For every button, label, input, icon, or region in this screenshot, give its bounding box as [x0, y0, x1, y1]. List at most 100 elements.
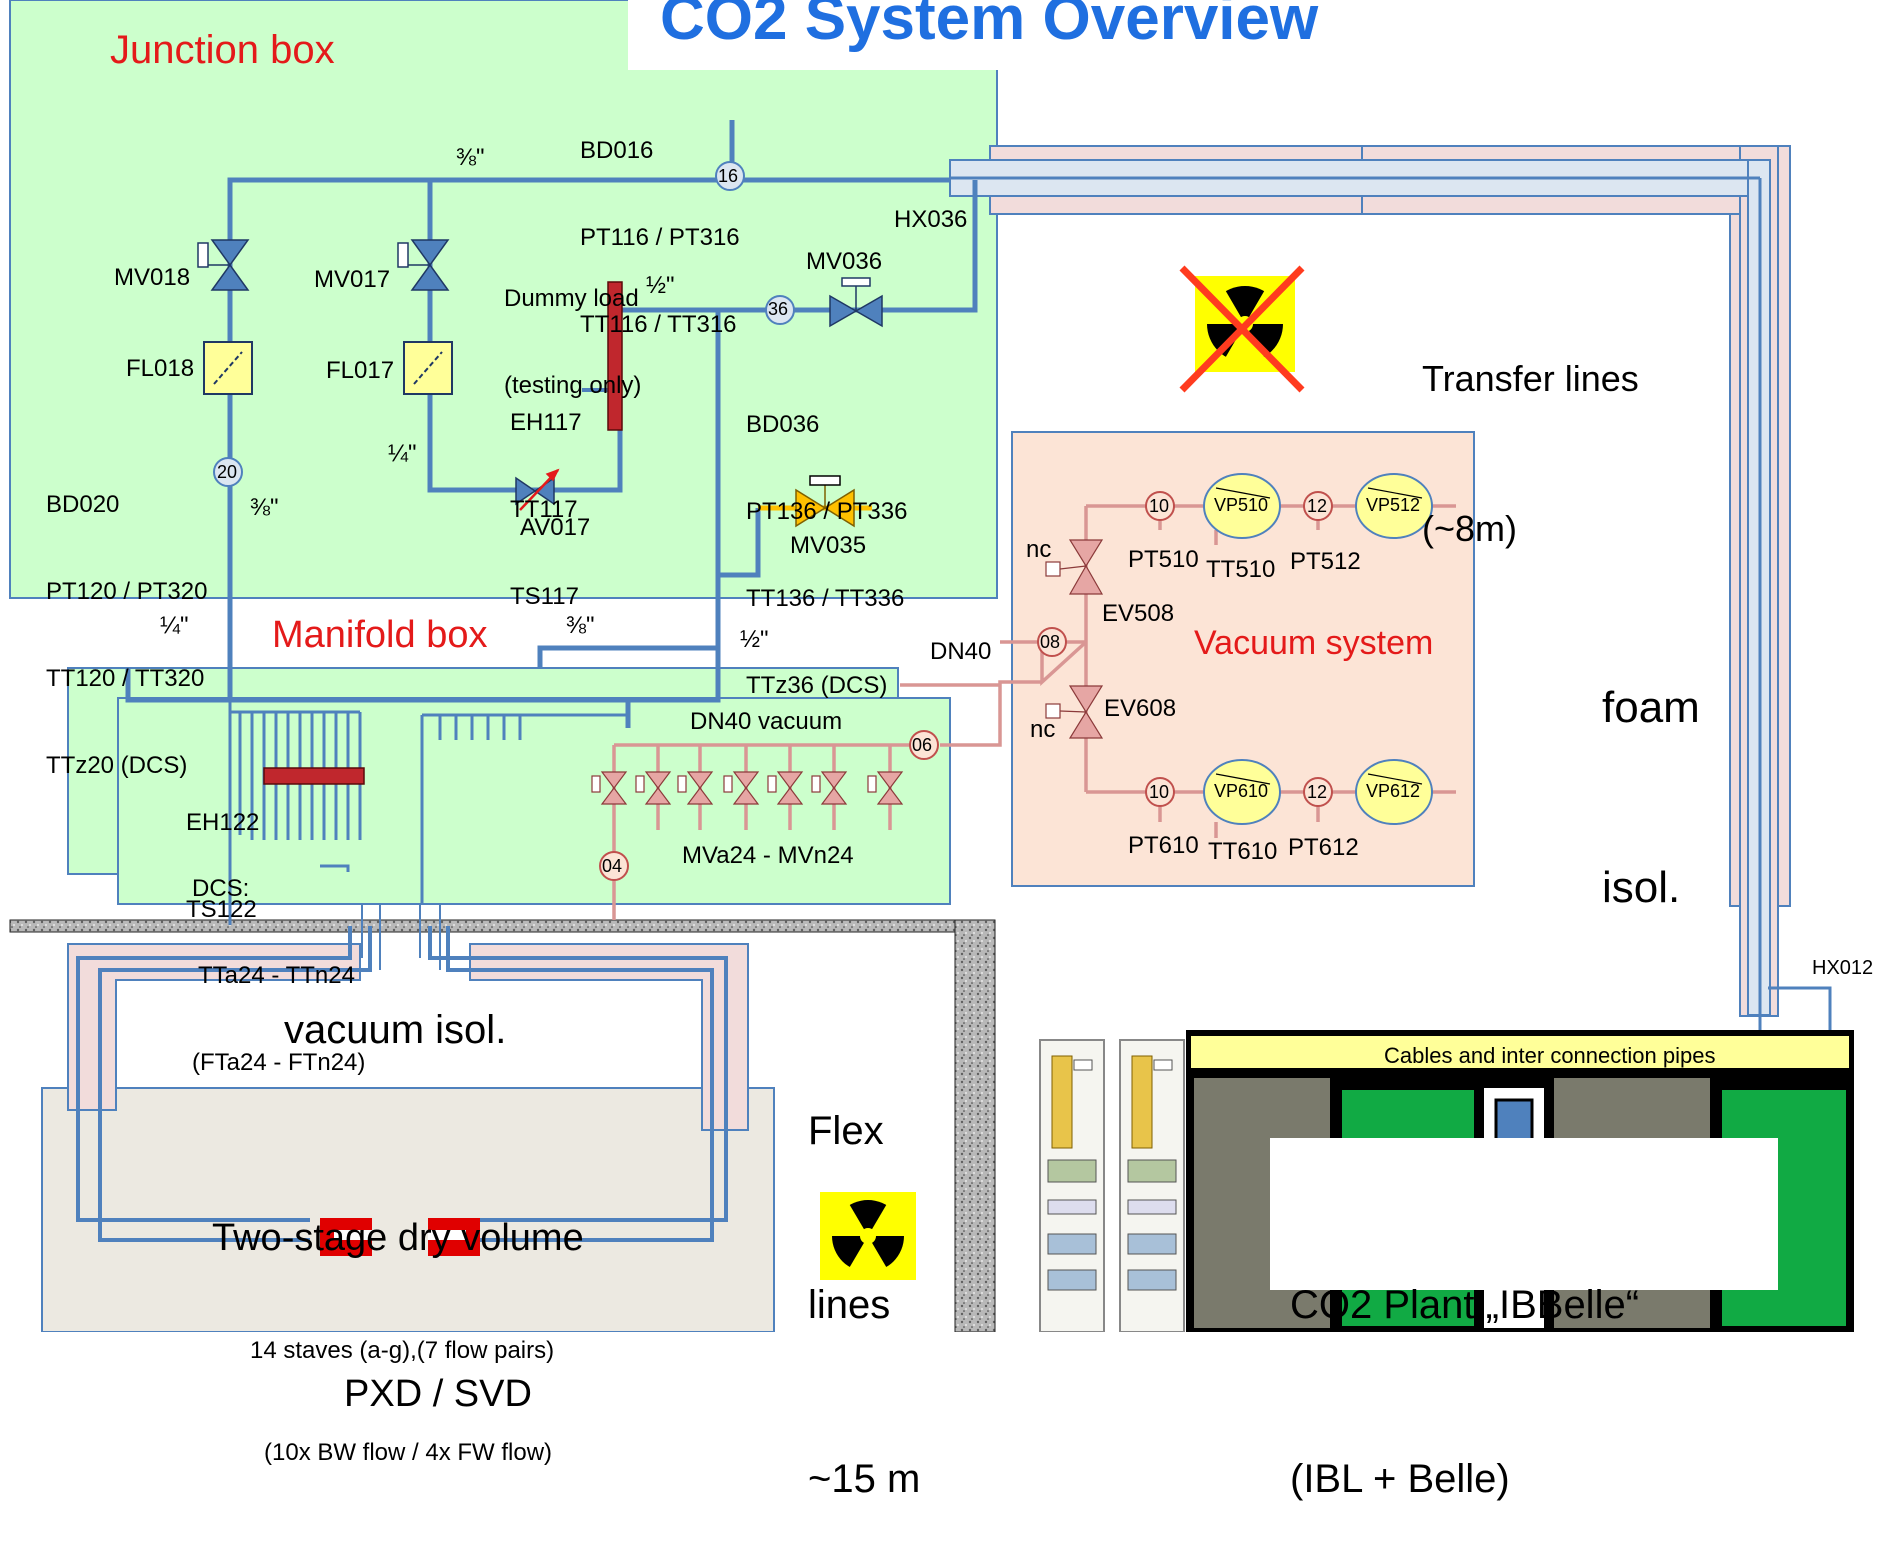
size-top-label: ⅜": [456, 144, 485, 171]
valve-ev608-icon: [1045, 685, 1104, 739]
manifold-box-front: [117, 697, 951, 905]
dry-volume-line: Two-stage dry volume: [212, 1217, 584, 1259]
bd036-line: PT136 / PT336: [746, 498, 908, 525]
vacuum-isol-label: vacuum isol.: [284, 1008, 507, 1052]
bd036-label: BD036 PT136 / PT336 TT136 / TT336 TTz36 …: [746, 352, 907, 729]
tt510-label: TT510: [1206, 556, 1276, 583]
flex-lines-line: lines: [808, 1283, 891, 1327]
dummy-load-line: (testing only): [504, 372, 642, 399]
mv017-label: MV017: [314, 266, 391, 293]
tt610-label: TT610: [1208, 838, 1278, 865]
vacuum-system-label: Vacuum system: [1194, 624, 1434, 662]
sensor-12b-label: 12: [1307, 782, 1328, 802]
valve-mv035-icon: [795, 475, 855, 528]
sensor-12a-label: 12: [1307, 496, 1328, 516]
sensor-08-label: 08: [1040, 632, 1061, 652]
foam-isol-line: foam: [1602, 683, 1700, 732]
bd020-line: PT120 / PT320: [46, 578, 208, 605]
size-half-label: ½": [646, 272, 675, 299]
pt510-label: PT510: [1128, 546, 1199, 573]
bd016-line: TT116 / TT316: [580, 311, 737, 338]
bd016-line: PT116 / PT316: [580, 224, 740, 251]
valve-mv018-icon: [197, 239, 250, 291]
manifold-size-38: ⅜": [566, 612, 595, 639]
hx012-label: HX012: [1812, 957, 1874, 979]
eh122-line: EH122: [186, 809, 260, 836]
staves: [320, 1218, 480, 1256]
fl018-label: FL018: [126, 355, 195, 382]
pt610-label: PT610: [1128, 832, 1199, 859]
vp512-label: VP512: [1366, 495, 1421, 515]
dcs-line: TTa24 - TTn24: [198, 962, 355, 989]
ground-wall: [954, 919, 996, 1332]
sensor-06-label: 06: [912, 735, 933, 755]
eh117-line: EH117: [510, 409, 582, 436]
ev508-label: EV508: [1102, 600, 1175, 627]
page-title: CO2 System Overview: [660, 0, 1319, 53]
sensor-04-label: 04: [602, 856, 623, 876]
sensor-10a-label: 10: [1149, 496, 1170, 516]
staves-line: 14 staves (a-g),(7 flow pairs): [250, 1337, 555, 1364]
eh117-label: EH117 TT117 TS117: [510, 350, 582, 640]
dcs-label: DCS: TTa24 - TTn24 (FTa24 - FTn24): [192, 816, 365, 1106]
plant-label-box: [1270, 1138, 1778, 1290]
sensor-20-icon: [213, 457, 243, 487]
dummy-load-heater: [607, 281, 623, 431]
plant-name-label: CO2 Plant „IBBelle“ (IBL + Belle): [1290, 1160, 1639, 1566]
filter-fl017-icon: [403, 341, 453, 395]
dry-volume: [41, 1087, 775, 1332]
electrical-cabinets: [1039, 1039, 1185, 1332]
bd020-line: TT120 / TT320: [46, 665, 205, 692]
bd036-line: BD036: [746, 411, 820, 438]
plant-name-line: CO2 Plant „IBBelle“: [1290, 1283, 1640, 1327]
plant-name-line: (IBL + Belle): [1290, 1457, 1510, 1501]
flex-lines-label: Flex lines ~15 m: [808, 986, 920, 1566]
radiation-crossed-icon: [1179, 265, 1305, 393]
flex-lines-line: Flex: [808, 1109, 884, 1153]
foam-isol-line: isol.: [1602, 863, 1681, 912]
size-quarter-label: ¼": [388, 440, 417, 467]
filter-fl018-icon: [203, 341, 253, 395]
pt612-label: PT612: [1288, 834, 1359, 861]
dcs-line: DCS:: [192, 875, 250, 902]
cables-label: Cables and inter connection pipes: [1384, 1043, 1716, 1068]
heater-eh122: [263, 767, 365, 785]
sensor-10b-icon: [1145, 777, 1175, 807]
valve-mv017-icon: [397, 239, 450, 291]
sensor-10b-label: 10: [1149, 782, 1170, 802]
junction-box-label: Junction box: [110, 28, 335, 72]
sensor-36-icon: [765, 295, 795, 325]
sensor-12a-icon: [1303, 491, 1333, 521]
sensor-20-label: 20: [217, 462, 238, 482]
sensor-04-icon: [599, 851, 629, 881]
ground-strip: [9, 919, 996, 933]
flex-pipes: [76, 926, 728, 1242]
manifold-box-label: Manifold box: [272, 614, 488, 656]
valve-av017-icon: [515, 468, 560, 511]
sensor-10a-icon: [1145, 491, 1175, 521]
eh117-line: TT117: [510, 496, 578, 523]
sensor-16-label: 16: [718, 166, 739, 186]
av017-label: AV017: [520, 514, 591, 541]
sensor-36-label: 36: [768, 299, 789, 319]
sensor-12b-icon: [1303, 777, 1333, 807]
hx036-label: HX036: [894, 206, 968, 233]
vp612-label: VP612: [1366, 781, 1421, 801]
valve-mv036-icon: [829, 277, 883, 328]
transfer-lines: [949, 145, 1832, 1030]
pt512-label: PT512: [1290, 548, 1361, 575]
sensor-06-icon: [909, 730, 939, 760]
bd016-line: BD016: [580, 137, 654, 164]
fl017-label: FL017: [326, 357, 395, 384]
staves-line: (10x BW flow / 4x FW flow): [264, 1439, 553, 1466]
mva24-label: MVa24 - MVn24: [682, 842, 854, 869]
manifold-vacuum-valves: [591, 771, 904, 805]
flex-lines: [67, 943, 749, 1131]
eh122-line: TS122: [186, 896, 257, 923]
sensor-16-icon: [715, 161, 745, 191]
bd036-line: TTz36 (DCS): [746, 672, 888, 699]
radiation-icon: [820, 1192, 916, 1280]
size-38-label: ⅜": [250, 494, 279, 521]
foam-isol-label: foam isol.: [1602, 558, 1700, 978]
nc-top-label: nc: [1026, 536, 1052, 563]
